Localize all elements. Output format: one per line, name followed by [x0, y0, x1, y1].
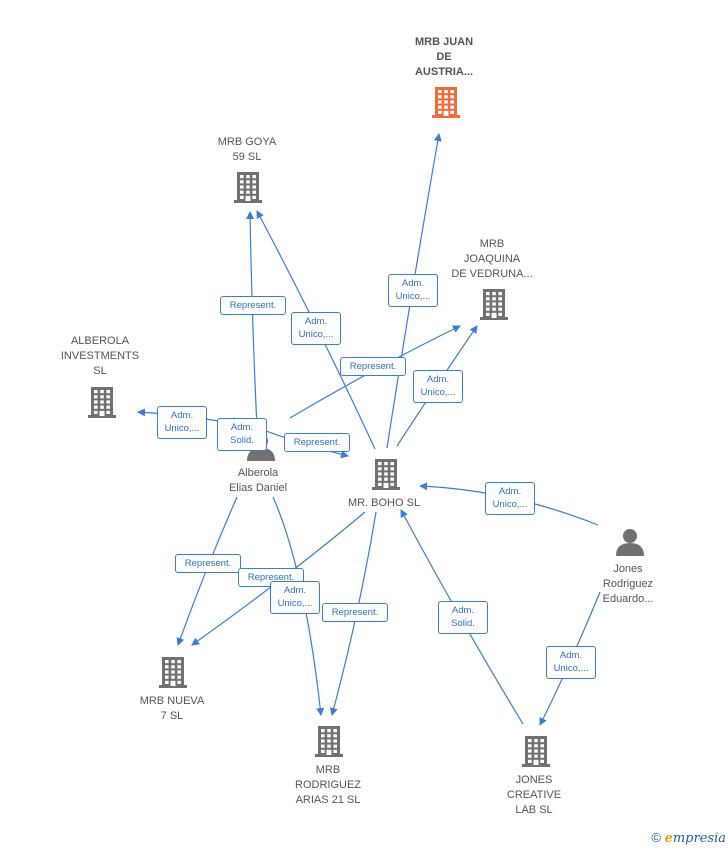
edge-label-line: Solid.: [451, 617, 475, 629]
edge-label-represent[interactable]: Represent.: [340, 356, 406, 376]
building-icon[interactable]: [372, 459, 400, 490]
empresia-logo-e: e: [664, 831, 673, 846]
edge-label-line: Adm.: [304, 315, 328, 327]
person-icon[interactable]: [616, 529, 644, 556]
building-icon[interactable]: [88, 387, 116, 418]
empresia-footer[interactable]: © empresia: [651, 830, 726, 846]
edge-label-adm[interactable]: Adm.Solid.: [217, 417, 267, 451]
edge-label-line: Unico,...: [420, 386, 456, 398]
edge-label-line: Represent.: [349, 360, 397, 372]
node-label-line: MR. BOHO SL: [347, 497, 421, 509]
edge-label-adm[interactable]: Adm.Unico,...: [485, 481, 535, 515]
node-label-line: 59 SL: [232, 151, 262, 163]
node-label-line: JONES: [515, 774, 553, 786]
edge-label-line: Adm.: [426, 373, 450, 385]
node-label-line: ARIAS 21 SL: [295, 794, 361, 806]
edge-label-line: Represent.: [293, 436, 341, 448]
edge-line: [246, 211, 259, 449]
node-label-line: Alberola: [237, 467, 279, 479]
edge-label-adm[interactable]: Adm.Unico,...: [157, 405, 207, 439]
building-icon[interactable]: [234, 172, 262, 203]
node-label-goya[interactable]: MRB GOYA 59 SL: [177, 135, 317, 165]
edge-label-line: Adm.: [451, 604, 475, 616]
node-label-line: Jones: [613, 563, 643, 575]
empresia-logo-text: mpresia: [672, 831, 726, 846]
node-label-line: MRB GOYA: [217, 136, 277, 148]
edge-label-line: Represent.: [247, 571, 295, 583]
node-label-line: DE VEDRUNA...: [451, 268, 533, 280]
node-label-line: Eduardo...: [602, 593, 654, 605]
edge-label-line: Unico,...: [164, 422, 200, 434]
node-label-line: CREATIVE: [506, 789, 562, 801]
node-label-line: MRB JUAN: [414, 36, 474, 48]
node-label-joaquina[interactable]: MRB JOAQUINA DE VEDRUNA...: [422, 237, 562, 282]
building-icon[interactable]: [480, 289, 508, 320]
edge-label-adm[interactable]: Adm.Unico,...: [388, 273, 438, 307]
edge-label-adm[interactable]: Adm.Unico,...: [270, 580, 320, 614]
edge-label-line: Adm.: [401, 277, 425, 289]
edge-label-line: Solid.: [230, 434, 254, 446]
edge-label-line: Represent.: [184, 557, 232, 569]
node-label-jones-c[interactable]: JONES CREATIVE LAB SL: [464, 773, 604, 818]
node-label-line: MRB NUEVA: [139, 695, 205, 707]
node-label-line: RODRIGUEZ: [295, 779, 361, 791]
edge-label-line: Unico,...: [395, 290, 431, 302]
node-label-line: 7 SL: [160, 710, 184, 722]
node-label-line: SL: [93, 365, 107, 377]
node-label-line: ALBEROLA: [70, 335, 130, 347]
building-icon[interactable]: [432, 87, 460, 118]
node-label-line: Elias Daniel: [228, 482, 288, 494]
node-label-line: LAB SL: [515, 804, 553, 816]
building-icon[interactable]: [315, 726, 343, 757]
edge-label-line: Represent.: [229, 299, 277, 311]
edge-label-line: Adm.: [559, 649, 583, 661]
edge-label-adm[interactable]: Adm.Solid.: [438, 600, 488, 634]
edge-label-line: Adm.: [170, 409, 194, 421]
edge-label-represent[interactable]: Represent.: [322, 602, 388, 622]
node-label-line: MRB: [479, 238, 505, 250]
edge-label-line: Unico,...: [298, 328, 334, 340]
edge-label-line: Adm.: [283, 584, 307, 596]
icons-layer: [88, 87, 644, 767]
edge-label-line: Adm.: [498, 485, 522, 497]
edges-layer: [137, 133, 601, 726]
edge-label-represent[interactable]: Represent.: [175, 553, 241, 573]
node-label-line: JOAQUINA: [463, 253, 521, 265]
edge-label-adm[interactable]: Adm.Unico,...: [413, 369, 463, 403]
node-label-nueva[interactable]: MRB NUEVA 7 SL: [102, 694, 242, 724]
edge-label-line: Adm.: [230, 421, 254, 433]
node-label-line: DE: [436, 51, 452, 63]
building-icon[interactable]: [159, 657, 187, 688]
node-label-rodriguez[interactable]: MRB RODRIGUEZ ARIAS 21 SL: [258, 763, 398, 808]
copyright-icon: ©: [651, 830, 661, 845]
edge-label-represent[interactable]: Represent.: [220, 295, 286, 315]
node-label-line: MRB: [315, 764, 341, 776]
edge-label-adm[interactable]: Adm.Unico,...: [546, 645, 596, 679]
node-label-line: AUSTRIA...: [414, 66, 474, 78]
building-icon[interactable]: [522, 736, 550, 767]
edge-label-line: Represent.: [331, 606, 379, 618]
edge-label-line: Unico,...: [277, 597, 313, 609]
edge-label-represent[interactable]: Represent.: [284, 432, 350, 452]
node-label-line: Rodriguez: [602, 578, 654, 590]
node-label-juan[interactable]: MRB JUAN DE AUSTRIA...: [374, 35, 514, 80]
node-label-line: INVESTMENTS: [60, 350, 140, 362]
edge-label-line: Unico,...: [553, 662, 589, 674]
node-label-boho[interactable]: MR. BOHO SL: [314, 496, 454, 511]
node-label-alberola-inv[interactable]: ALBEROLA INVESTMENTS SL: [30, 334, 170, 379]
edge-label-adm[interactable]: Adm.Unico,...: [291, 311, 341, 345]
edge-label-line: Unico,...: [492, 498, 528, 510]
